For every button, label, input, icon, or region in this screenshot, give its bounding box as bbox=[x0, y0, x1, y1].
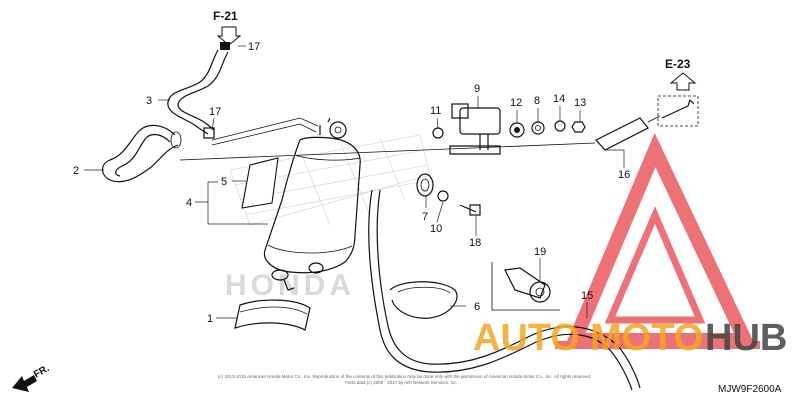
callout-5: 5 bbox=[221, 176, 227, 188]
hose-2 bbox=[101, 124, 182, 183]
watermark-logo bbox=[555, 132, 760, 349]
clip-17-lower bbox=[203, 127, 215, 139]
fasteners bbox=[432, 120, 586, 216]
callout-6: 6 bbox=[474, 301, 480, 313]
band-1 bbox=[234, 299, 311, 331]
ref-e23-label: E-23 bbox=[665, 57, 691, 71]
callout-4: 4 bbox=[186, 197, 192, 209]
callout-14: 14 bbox=[553, 93, 565, 105]
copyright-line-2: Parts data (c) 2000 - 2017 by ARI Networ… bbox=[345, 380, 458, 385]
front-direction-label: FR. bbox=[32, 363, 52, 381]
callout-1: 1 bbox=[207, 313, 213, 325]
ref-e23-group: E-23 bbox=[657, 57, 699, 127]
callout-7: 7 bbox=[422, 211, 428, 223]
callout-8: 8 bbox=[534, 95, 540, 107]
callout-13: 13 bbox=[574, 97, 586, 109]
callout-12: 12 bbox=[510, 97, 522, 109]
callout-labels: 17 3 17 2 5 4 1 6 7 10 18 9 11 12 8 14 1… bbox=[73, 41, 630, 325]
pad-5 bbox=[241, 157, 279, 209]
callout-17-top: 17 bbox=[248, 41, 260, 53]
leader-lines bbox=[84, 45, 625, 319]
hose-16 bbox=[595, 115, 661, 151]
hose-3 bbox=[167, 42, 230, 135]
copyright-line-1: (c) 2013-2015 American Honda Motor Co., … bbox=[218, 374, 591, 379]
callout-2: 2 bbox=[73, 165, 79, 177]
callout-18: 18 bbox=[469, 237, 481, 249]
watermark-part3: HUB bbox=[705, 317, 787, 359]
ref-f21-label: F-21 bbox=[213, 9, 238, 23]
hose-15 bbox=[368, 189, 641, 391]
clip-6 bbox=[389, 281, 458, 319]
callout-19: 19 bbox=[534, 246, 546, 258]
callout-16: 16 bbox=[618, 169, 630, 181]
front-direction-indicator: FR. bbox=[12, 363, 52, 392]
callout-15: 15 bbox=[581, 290, 593, 302]
callout-10: 10 bbox=[430, 223, 442, 235]
copyright: (c) 2013-2015 American Honda Motor Co., … bbox=[218, 374, 591, 385]
grommet-7 bbox=[416, 173, 434, 197]
watermark-text: AUTO MOTO HUB bbox=[473, 317, 787, 359]
watermark-part1: AUTO bbox=[473, 317, 580, 359]
clamp-19 bbox=[491, 262, 560, 311]
callout-11: 11 bbox=[430, 105, 441, 117]
background-brand-text: HONDA bbox=[225, 269, 355, 302]
ref-f21-group: F-21 bbox=[213, 9, 242, 46]
callout-9: 9 bbox=[474, 83, 480, 95]
callout-3: 3 bbox=[146, 95, 152, 107]
canister bbox=[263, 117, 361, 291]
callout-17-lower: 17 bbox=[209, 106, 221, 118]
valve-9 bbox=[449, 103, 501, 155]
diagram-code: MJW9F2600A bbox=[718, 384, 782, 395]
breather-pipe bbox=[179, 117, 596, 161]
watermark-part2: MOTO bbox=[590, 317, 703, 359]
